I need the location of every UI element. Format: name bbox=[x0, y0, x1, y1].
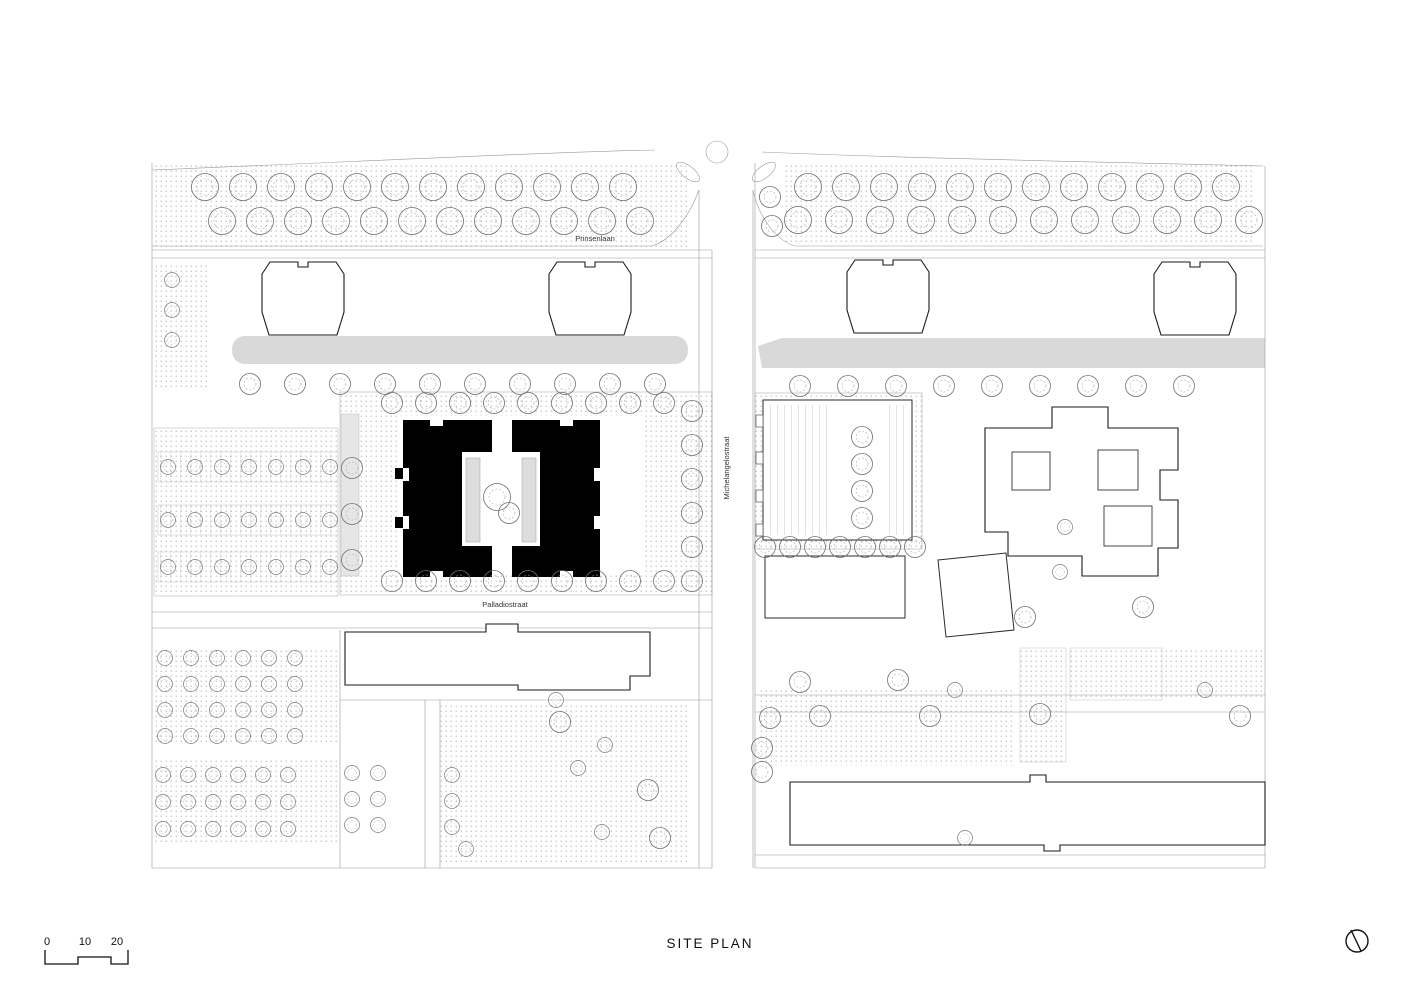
tree-icon bbox=[1052, 564, 1068, 580]
tree-icon bbox=[981, 375, 1003, 397]
tree-icon bbox=[374, 373, 396, 395]
hatched-building bbox=[755, 399, 913, 541]
low-building bbox=[764, 555, 906, 619]
graphic-scale-bar: 0 10 20 bbox=[44, 936, 129, 965]
tree-icon bbox=[329, 373, 351, 395]
scale-label-20: 20 bbox=[111, 936, 123, 948]
tree-icon bbox=[419, 373, 441, 395]
tree-icon bbox=[644, 373, 666, 395]
north-arrow-icon bbox=[1345, 929, 1369, 953]
tree-icon bbox=[344, 765, 360, 781]
tree-icon bbox=[759, 186, 781, 208]
tree-icon bbox=[554, 373, 576, 395]
tree-icon bbox=[370, 817, 386, 833]
tree-icon bbox=[344, 791, 360, 807]
tree-icon bbox=[761, 215, 783, 237]
tree-icon bbox=[933, 375, 955, 397]
long-slab-building-left bbox=[344, 623, 651, 691]
scale-label-0: 0 bbox=[44, 936, 50, 948]
tree-icon bbox=[284, 373, 306, 395]
tilted-building bbox=[937, 552, 1015, 638]
palladiostraat-label: Palladiostraat bbox=[482, 600, 528, 609]
gray-band-right bbox=[782, 338, 1265, 368]
michelangelostraat-label: Michelangelostraat bbox=[722, 436, 731, 500]
tree-icon bbox=[344, 817, 360, 833]
tree-icon bbox=[887, 669, 909, 691]
tree-icon bbox=[1125, 375, 1147, 397]
tree-icon bbox=[1029, 375, 1051, 397]
long-slab-building-right bbox=[789, 774, 1266, 852]
street-labels: Prinsenlaan Palladiostraat Michelangelos… bbox=[482, 234, 731, 609]
tree-icon bbox=[239, 373, 261, 395]
roundabout bbox=[705, 140, 729, 164]
tree-icon bbox=[599, 373, 621, 395]
tower-building bbox=[548, 261, 632, 336]
parking-lot bbox=[157, 451, 339, 583]
site-plan-title: SITE PLAN bbox=[666, 936, 753, 951]
scale-bar-icon bbox=[44, 950, 129, 965]
tree-icon bbox=[464, 373, 486, 395]
tree-icon bbox=[1014, 606, 1036, 628]
tree-icon bbox=[1132, 596, 1154, 618]
tree-icon bbox=[370, 791, 386, 807]
tower-building bbox=[846, 259, 930, 334]
gray-band-layer bbox=[232, 336, 1265, 368]
scale-label-10: 10 bbox=[79, 936, 91, 948]
tower-building bbox=[1153, 261, 1237, 336]
tree-icon bbox=[1173, 375, 1195, 397]
context-buildings-layer bbox=[261, 259, 1266, 852]
tree-icon bbox=[1229, 705, 1251, 727]
tree-icon bbox=[1077, 375, 1099, 397]
prinsenlaan-label: Prinsenlaan bbox=[575, 234, 615, 243]
gray-band-left bbox=[232, 336, 688, 364]
tree-icon bbox=[509, 373, 531, 395]
black-building-footprint bbox=[340, 413, 600, 577]
street-linework-layer bbox=[151, 140, 1266, 869]
tree-icon bbox=[370, 765, 386, 781]
tower-building bbox=[261, 261, 345, 336]
courtyard-complex-building bbox=[984, 406, 1179, 577]
